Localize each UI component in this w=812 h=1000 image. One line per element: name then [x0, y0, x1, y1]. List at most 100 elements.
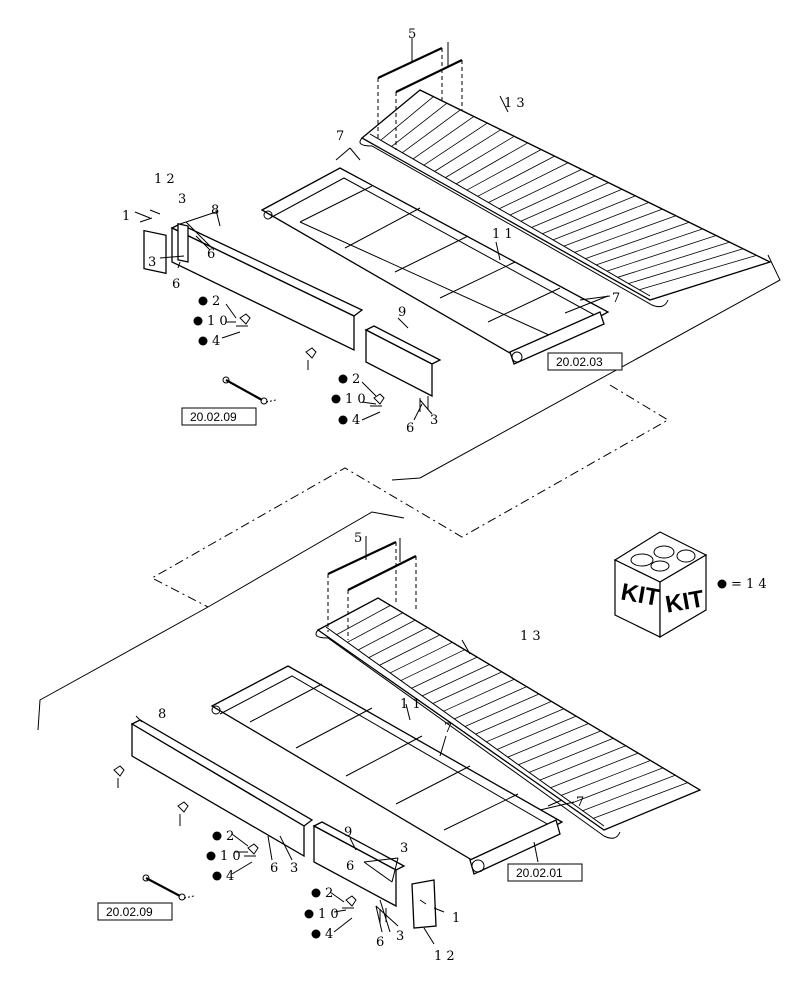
- callout-4: 4: [226, 869, 234, 884]
- callout-3: 3: [396, 929, 404, 944]
- filled-circle-icon: [338, 374, 348, 384]
- callout-9: 9: [398, 305, 406, 320]
- callout-12: 1 2: [434, 949, 455, 964]
- leaders-bottom: [135, 639, 575, 945]
- belt-slat: [402, 109, 461, 154]
- belt-slat: [466, 149, 542, 191]
- belt-slat: [606, 235, 717, 272]
- belt-slat: [585, 221, 690, 259]
- ref-box-frame-bottom[interactable]: 20.02.01: [507, 863, 583, 882]
- callout-4: 4: [352, 413, 360, 428]
- bracket-5-bottom: [327, 536, 417, 640]
- callout-6: 6: [207, 247, 215, 262]
- ref-label: 20.02.09: [190, 410, 237, 424]
- callout-3: 3: [178, 192, 186, 207]
- callout-2: 2: [352, 372, 360, 387]
- callout-6: 6: [346, 859, 354, 874]
- ref-label: 20.02.09: [106, 905, 153, 919]
- callout-4: 4: [325, 927, 333, 942]
- belt-top: [359, 89, 772, 308]
- callout-10: 1 0: [207, 314, 228, 329]
- end-plate-bottom: [411, 879, 437, 929]
- belt-slat: [582, 774, 676, 812]
- callout-5: 5: [354, 531, 362, 546]
- belt-slat: [542, 195, 636, 235]
- shaft-top: [222, 376, 277, 405]
- belt-slat: [455, 142, 528, 185]
- callout-5: 5: [408, 27, 416, 42]
- frame-11-top: [260, 147, 610, 365]
- leaders-top: [134, 95, 611, 421]
- top-assembly: 1 2 1 3 8 6 3 6 7 5 1 3 1 1 7 9 6 3 2 1 …: [122, 27, 772, 436]
- belt-slat: [509, 175, 596, 216]
- end-plates-top: [143, 209, 189, 275]
- belt-slat: [475, 701, 552, 735]
- belt-slat: [499, 169, 582, 210]
- belt-slat: [628, 248, 744, 284]
- belt-slat: [550, 752, 639, 789]
- filled-circle-icon: [198, 296, 208, 306]
- ref-box-frame-top[interactable]: 20.02.03: [547, 352, 623, 371]
- callout-6: 6: [270, 861, 278, 876]
- callout-1: 1: [452, 911, 460, 926]
- filled-circle-icon: [311, 929, 321, 939]
- callout-1: 1: [122, 209, 130, 224]
- callout-2: 2: [325, 886, 333, 901]
- belt-bottom: [315, 597, 702, 839]
- ref-label: 20.02.01: [516, 866, 563, 880]
- belt-slat: [411, 656, 478, 689]
- kit-legend-text: = 1 4: [731, 577, 767, 592]
- callout-2: 2: [212, 294, 220, 309]
- callout-11: 1 1: [492, 227, 513, 242]
- belt-slat: [464, 693, 540, 727]
- belt-slat: [368, 627, 428, 658]
- ref-box-shaft-top[interactable]: 20.02.09: [181, 407, 257, 426]
- belt-slat: [488, 162, 569, 203]
- filled-circle-icon: [198, 336, 208, 346]
- callout-10: 1 0: [220, 849, 241, 864]
- belt-slat: [593, 782, 688, 819]
- belt-slat: [445, 135, 515, 178]
- callout-3: 3: [148, 255, 156, 270]
- belt-slat: [571, 767, 663, 804]
- callout-6: 6: [376, 935, 384, 950]
- side-panel-9-top: [364, 325, 442, 398]
- callout-12: 1 2: [154, 172, 175, 187]
- filled-circle-icon: [206, 851, 216, 861]
- belt-slat: [389, 641, 453, 674]
- frame-11-bottom: [210, 665, 564, 875]
- filled-circle-icon: [717, 579, 727, 589]
- belt-slat: [380, 96, 434, 141]
- callout-11: 1 1: [400, 697, 421, 712]
- callout-4: 4: [212, 334, 220, 349]
- belt-slat: [357, 619, 416, 651]
- callout-6: 6: [406, 421, 414, 436]
- belt-slat: [596, 228, 703, 266]
- callout-3: 3: [290, 861, 298, 876]
- belt-slat: [379, 634, 441, 666]
- belt-slat: [434, 129, 501, 172]
- belt-slat: [639, 255, 757, 291]
- belt-slat: [574, 215, 676, 253]
- callout-7: 7: [444, 721, 452, 736]
- belt-slat: [561, 760, 651, 796]
- belt-slat: [520, 182, 609, 222]
- belt-slat: [432, 671, 503, 704]
- belt-slat: [518, 730, 602, 766]
- callout-3: 3: [430, 413, 438, 428]
- callout-13: 1 3: [520, 629, 541, 644]
- side-panel-9-bottom: [312, 821, 406, 908]
- belt-slat: [347, 612, 403, 643]
- belt-slat: [617, 241, 730, 278]
- callout-13: 1 3: [504, 96, 525, 111]
- belt-slat: [539, 745, 626, 781]
- belt-slat: [477, 155, 555, 197]
- ref-box-shaft-bottom[interactable]: 20.02.09: [97, 902, 173, 921]
- belt-slat: [336, 605, 391, 636]
- bottom-assembly: 5 1 3 8 1 1 7 7 9 3 6 6 3 6 3 1 1 2 2 1 …: [97, 531, 702, 964]
- filled-circle-icon: [212, 831, 222, 841]
- callouts-bottom: 5 1 3 8 1 1 7 7 9 3 6 6 3 6 3 1 1 2: [158, 531, 584, 964]
- belt-slat: [552, 202, 649, 241]
- callout-2: 2: [226, 829, 234, 844]
